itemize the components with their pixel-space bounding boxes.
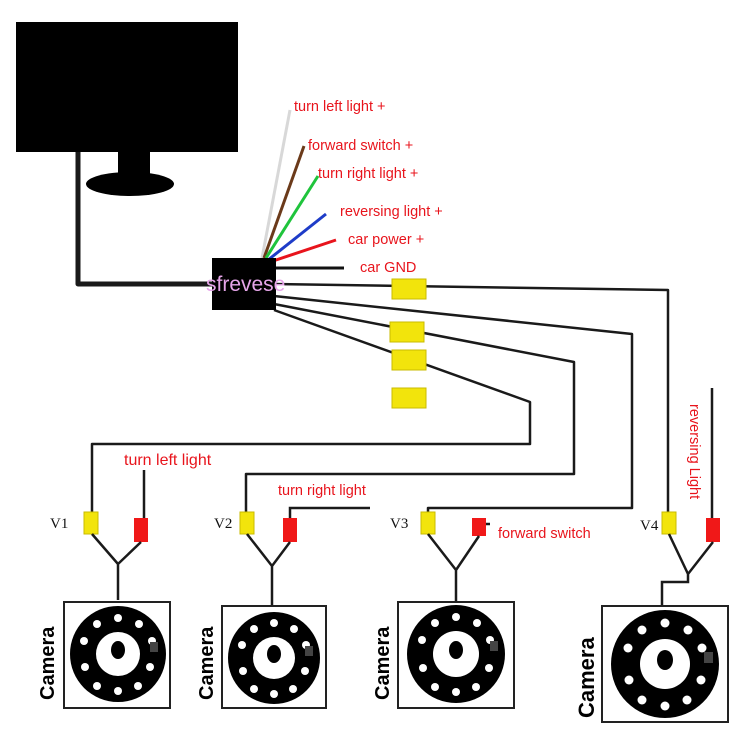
wire-car-power	[269, 238, 337, 264]
brand-watermark: sfrevese	[206, 273, 285, 296]
camera-lens-center-v3	[449, 641, 463, 659]
inline-connector-2	[389, 321, 425, 343]
camera-ir-leds-v1	[80, 614, 156, 695]
red-connector-v1	[134, 518, 148, 542]
channel-v2: V2 turn right light Camera	[196, 483, 366, 709]
red-connector-v2	[283, 518, 297, 542]
trigger-label-v2: turn right light	[278, 483, 366, 499]
inline-connector-3	[391, 349, 427, 371]
trigger-wires	[142, 388, 714, 526]
camera-sensor-v1	[150, 642, 158, 652]
camera-label-v2: Camera	[196, 626, 218, 700]
channel-v4: V4 reversing Light Camera	[574, 404, 729, 723]
trigger-label-v3: forward switch	[498, 526, 591, 542]
yellow-connector-v4	[661, 511, 677, 535]
y-split-v1	[91, 533, 142, 600]
camera-lens-center-v1	[111, 641, 125, 659]
video-cables	[90, 282, 670, 512]
label-car-power-plus: car power +	[348, 232, 424, 248]
camera-ir-leds-v2	[238, 619, 310, 698]
camera-sensor-v4	[704, 652, 713, 663]
control-box	[212, 258, 276, 310]
power-wires	[260, 109, 344, 270]
camera-label-v4: Camera	[574, 637, 599, 718]
wire-turn-left-light	[260, 109, 292, 259]
monitor	[16, 22, 238, 196]
camera-label-v3: Camera	[372, 626, 394, 700]
inline-connector-1	[391, 278, 427, 300]
y-split-v4	[660, 533, 714, 606]
trigger-wire-v2	[288, 506, 370, 518]
camera-ir-leds-v4	[623, 618, 707, 711]
label-turn-right-light-plus: turn right light +	[318, 166, 418, 182]
y-split-v3	[427, 533, 481, 602]
camera-label-v1: Camera	[37, 626, 59, 700]
camera-lens-center-v2	[267, 645, 281, 663]
yellow-connector-v1	[83, 511, 99, 535]
label-car-gnd: car GND	[360, 260, 416, 276]
power-wire-labels: turn left light + forward switch + turn …	[294, 99, 443, 276]
yellow-connector-v2	[239, 511, 255, 535]
camera-lens-center-v4	[657, 650, 673, 670]
wire-turn-right-light	[264, 175, 320, 259]
wire-forward-switch	[262, 145, 306, 259]
red-connector-v4	[706, 518, 720, 542]
label-forward-switch-plus: forward switch +	[308, 138, 413, 154]
channel-label-v1: V1	[50, 516, 68, 532]
channel-label-v4: V4	[640, 518, 659, 534]
label-reversing-light-plus: reversing light +	[340, 204, 443, 220]
red-connector-v3	[472, 518, 486, 536]
cable-v3	[273, 294, 634, 512]
monitor-stand-base	[86, 172, 174, 196]
channel-v1: V1 turn left light Camera	[37, 452, 212, 709]
channel-v3: V3 forward switch Camera	[372, 511, 591, 709]
camera-ir-leds-v3	[418, 613, 494, 696]
cable-v2	[244, 302, 576, 512]
channel-label-v3: V3	[390, 516, 408, 532]
yellow-connector-v3	[420, 511, 436, 535]
monitor-cable	[75, 152, 214, 287]
inline-connectors	[389, 278, 427, 409]
wire-reversing-light	[267, 212, 327, 262]
camera-sensor-v2	[305, 646, 313, 656]
y-split-v2	[246, 533, 291, 606]
label-turn-left-light-plus: turn left light +	[294, 99, 385, 115]
cable-v1	[90, 308, 532, 512]
monitor-screen	[16, 22, 238, 152]
trigger-label-v4: reversing Light	[686, 404, 702, 499]
trigger-label-v1: turn left light	[124, 452, 212, 469]
channel-label-v2: V2	[214, 516, 232, 532]
inline-connector-4	[391, 387, 427, 409]
camera-sensor-v3	[490, 641, 498, 651]
cable-v4	[273, 282, 670, 512]
